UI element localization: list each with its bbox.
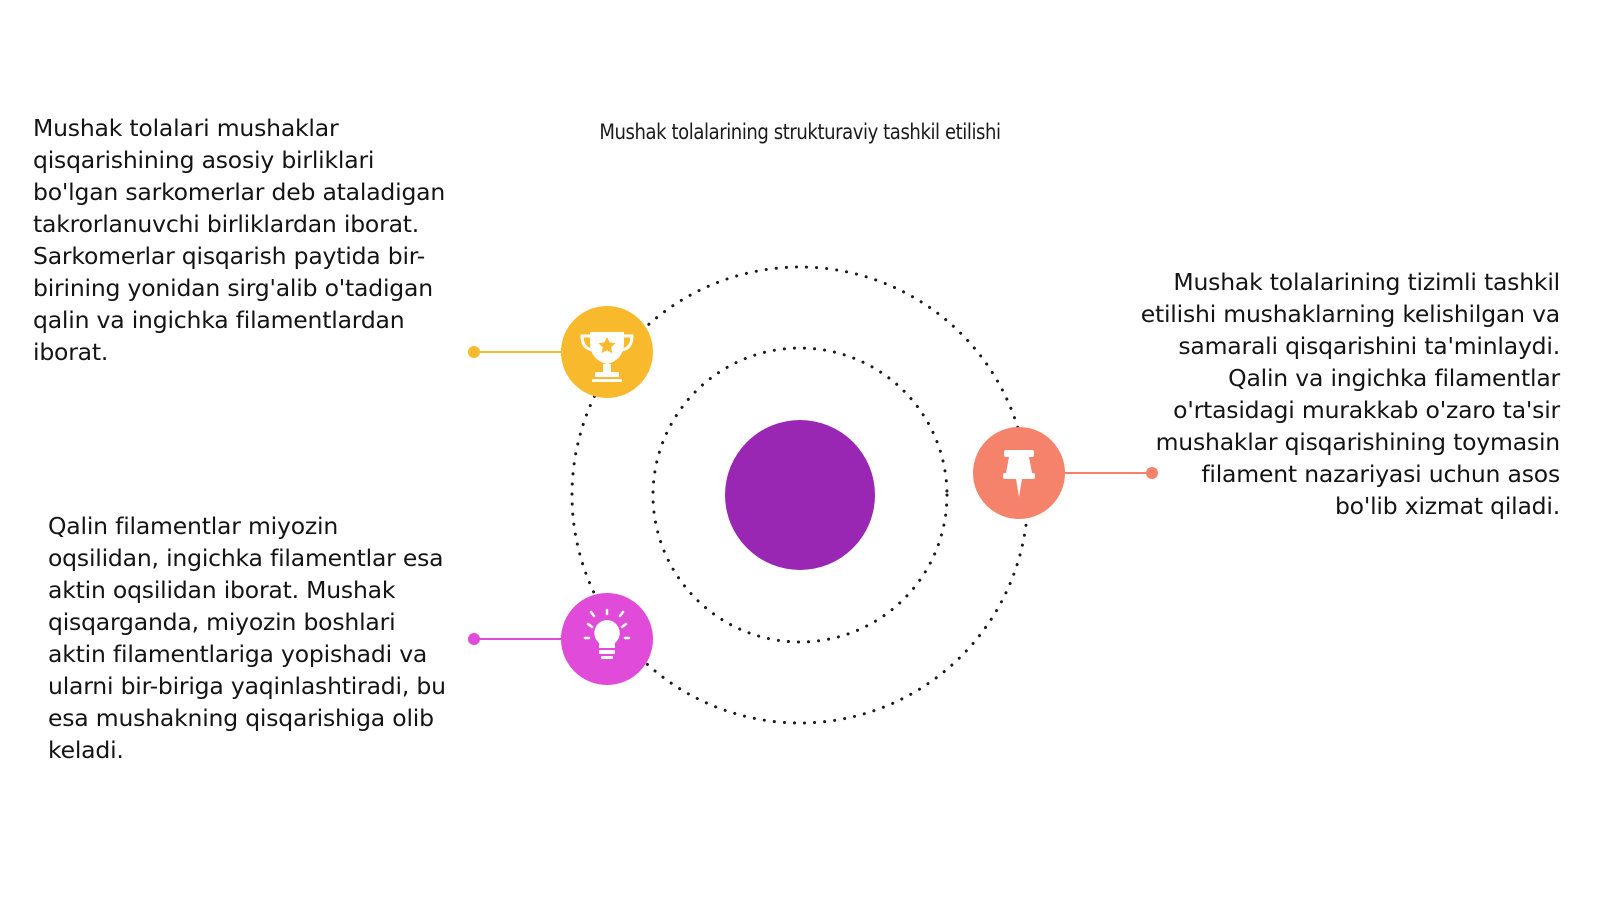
text-block-trophy: Mushak tolalari mushaklar qisqarishining…	[33, 114, 446, 366]
connector-lightbulb	[468, 633, 562, 645]
text-block-lightbulb: Qalin filamentlar miyozin oqsilidan, ing…	[48, 512, 446, 764]
trophy-icon	[580, 332, 634, 382]
connector-pushpin	[1062, 467, 1158, 479]
node-pushpin	[973, 427, 1065, 519]
inner-orbit	[651, 346, 949, 644]
diagram-title: Mushak tolalarining strukturaviy tashkil…	[599, 120, 1001, 144]
node-lightbulb	[561, 593, 653, 685]
pushpin-icon	[1003, 450, 1035, 497]
lightbulb-icon	[583, 608, 631, 659]
connector-trophy	[468, 346, 562, 358]
center-disc	[725, 420, 875, 570]
node-trophy	[561, 306, 653, 398]
text-block-pushpin: Mushak tolalarining tizimli tashkil etil…	[1140, 268, 1560, 520]
